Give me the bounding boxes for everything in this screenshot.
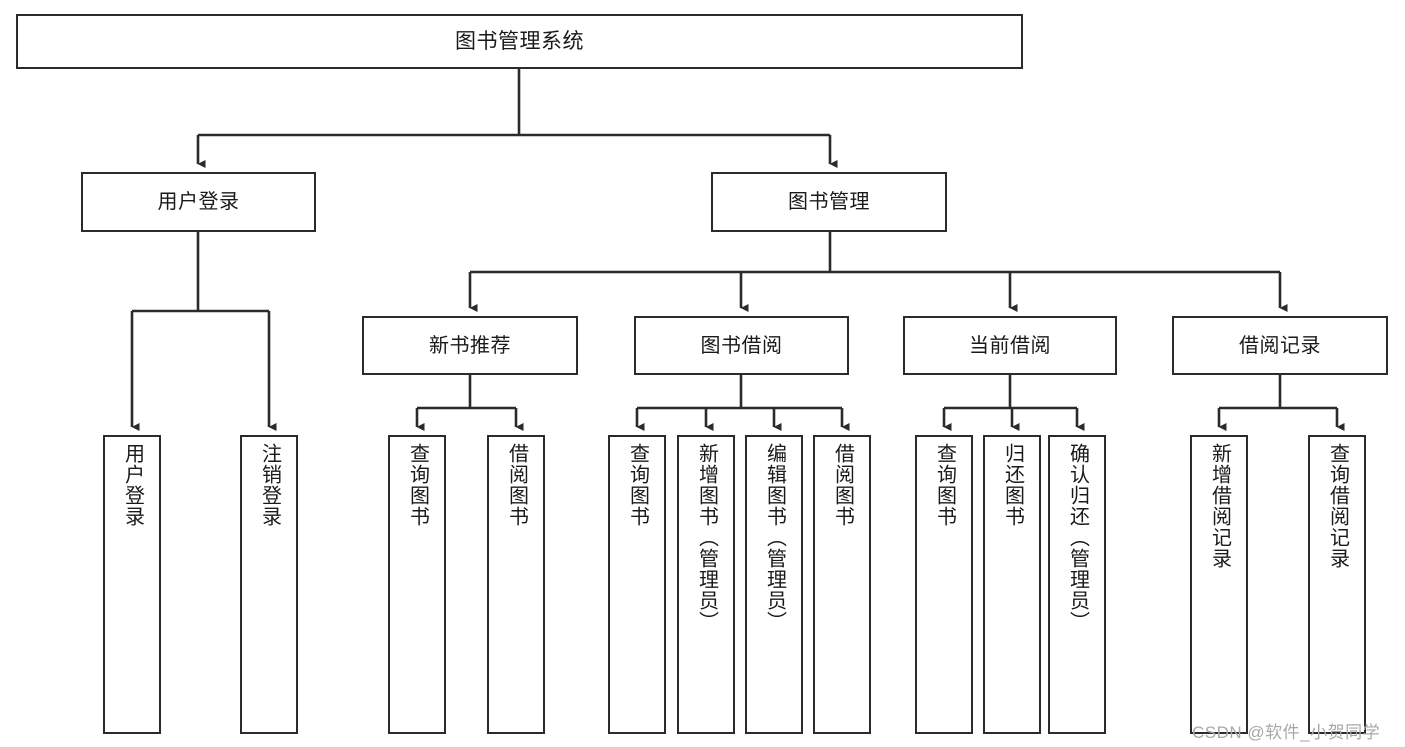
node-leaf-confirm-return-label: 确认归还（管理员） [1066, 443, 1089, 632]
node-leaf-borrow-book-2-label: 借阅图书 [831, 443, 854, 527]
node-leaf-return-book[interactable]: 归还图书 [983, 435, 1041, 734]
node-leaf-confirm-return[interactable]: 确认归还（管理员） [1048, 435, 1106, 734]
node-leaf-add-record-label: 新增借阅记录 [1208, 443, 1231, 569]
node-leaf-query-record-label: 查询借阅记录 [1326, 443, 1349, 569]
node-book-manage[interactable]: 图书管理 [711, 172, 947, 232]
node-leaf-user-login[interactable]: 用户登录 [103, 435, 161, 734]
node-leaf-edit-book[interactable]: 编辑图书（管理员） [745, 435, 803, 734]
node-leaf-borrow-book-1-label: 借阅图书 [505, 443, 528, 527]
node-leaf-query-book-1[interactable]: 查询图书 [388, 435, 446, 734]
node-leaf-return-book-label: 归还图书 [1001, 443, 1024, 527]
node-current-borrow[interactable]: 当前借阅 [903, 316, 1117, 375]
node-borrow-record-label: 借阅记录 [1239, 334, 1321, 357]
node-leaf-logout[interactable]: 注销登录 [240, 435, 298, 734]
edge-group-borrow-record [1217, 375, 1345, 431]
node-book-borrow[interactable]: 图书借阅 [634, 316, 849, 375]
node-leaf-query-book-3[interactable]: 查询图书 [915, 435, 973, 734]
node-user-login-label: 用户登录 [157, 191, 240, 213]
node-book-manage-label: 图书管理 [788, 191, 870, 213]
node-leaf-query-book-2-label: 查询图书 [626, 443, 649, 527]
node-new-book-rec[interactable]: 新书推荐 [362, 316, 578, 375]
edge-group-new-book-rec [415, 375, 524, 431]
node-book-borrow-label: 图书借阅 [700, 334, 783, 357]
node-leaf-borrow-book-1[interactable]: 借阅图书 [487, 435, 545, 734]
edge-group-user-login [130, 232, 277, 431]
edge-group-root [196, 69, 838, 168]
node-leaf-add-book[interactable]: 新增图书（管理员） [677, 435, 735, 734]
node-user-login[interactable]: 用户登录 [81, 172, 316, 232]
edge-group-current-borrow [942, 375, 1085, 431]
edge-group-book-borrow [635, 375, 850, 431]
node-leaf-add-record[interactable]: 新增借阅记录 [1190, 435, 1248, 734]
node-new-book-rec-label: 新书推荐 [429, 334, 511, 357]
node-root[interactable]: 图书管理系统 [16, 14, 1023, 69]
node-leaf-query-book-2[interactable]: 查询图书 [608, 435, 666, 734]
node-leaf-borrow-book-2[interactable]: 借阅图书 [813, 435, 871, 734]
node-leaf-add-book-label: 新增图书（管理员） [695, 443, 718, 632]
node-leaf-edit-book-label: 编辑图书（管理员） [763, 443, 786, 632]
node-leaf-query-record[interactable]: 查询借阅记录 [1308, 435, 1366, 734]
node-root-label: 图书管理系统 [455, 29, 584, 53]
node-leaf-user-login-label: 用户登录 [121, 443, 144, 527]
node-leaf-query-book-3-label: 查询图书 [933, 443, 956, 527]
node-leaf-query-book-1-label: 查询图书 [406, 443, 429, 527]
node-current-borrow-label: 当前借阅 [969, 334, 1051, 357]
node-borrow-record[interactable]: 借阅记录 [1172, 316, 1388, 375]
node-leaf-logout-label: 注销登录 [258, 443, 281, 527]
edge-group-book-manage [468, 232, 1288, 312]
